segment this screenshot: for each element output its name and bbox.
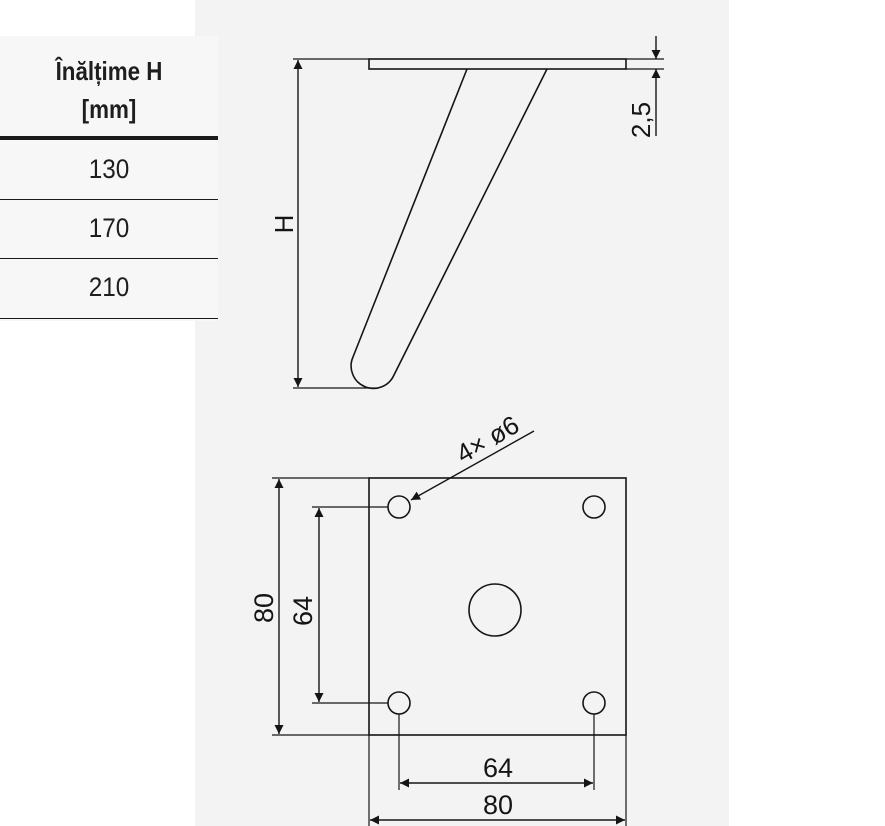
header-divider	[0, 136, 218, 140]
table-row: 170	[88, 213, 130, 243]
screw-hole	[387, 495, 411, 519]
center-hole	[468, 583, 522, 637]
table-row: 210	[88, 272, 130, 302]
top-view	[272, 430, 627, 826]
holes-callout-label: 4× ø6	[451, 409, 524, 469]
screw-hole	[582, 691, 606, 715]
table-header-title: Înălțime H	[55, 56, 163, 86]
table-row: 130	[88, 154, 130, 184]
plate-thickness-label: 2,5	[626, 102, 656, 138]
screw-hole	[387, 691, 411, 715]
height-table	[0, 36, 218, 321]
leg-profile	[350, 68, 548, 390]
holes-callout-leader	[410, 430, 535, 501]
row-divider	[0, 258, 218, 259]
height-label: H	[269, 215, 299, 234]
table-header-unit: [mm]	[81, 94, 137, 124]
outer-height-label: 80	[249, 593, 279, 623]
side-view	[293, 36, 664, 390]
outer-width-label: 80	[483, 790, 513, 820]
row-divider	[0, 199, 218, 200]
inner-height-label: 64	[288, 596, 318, 626]
screw-hole	[582, 495, 606, 519]
mounting-plate-side	[368, 58, 627, 70]
inner-width-label: 64	[483, 753, 513, 783]
drawing-background	[195, 0, 729, 826]
mounting-plate-top	[368, 477, 627, 736]
row-divider	[0, 318, 218, 319]
